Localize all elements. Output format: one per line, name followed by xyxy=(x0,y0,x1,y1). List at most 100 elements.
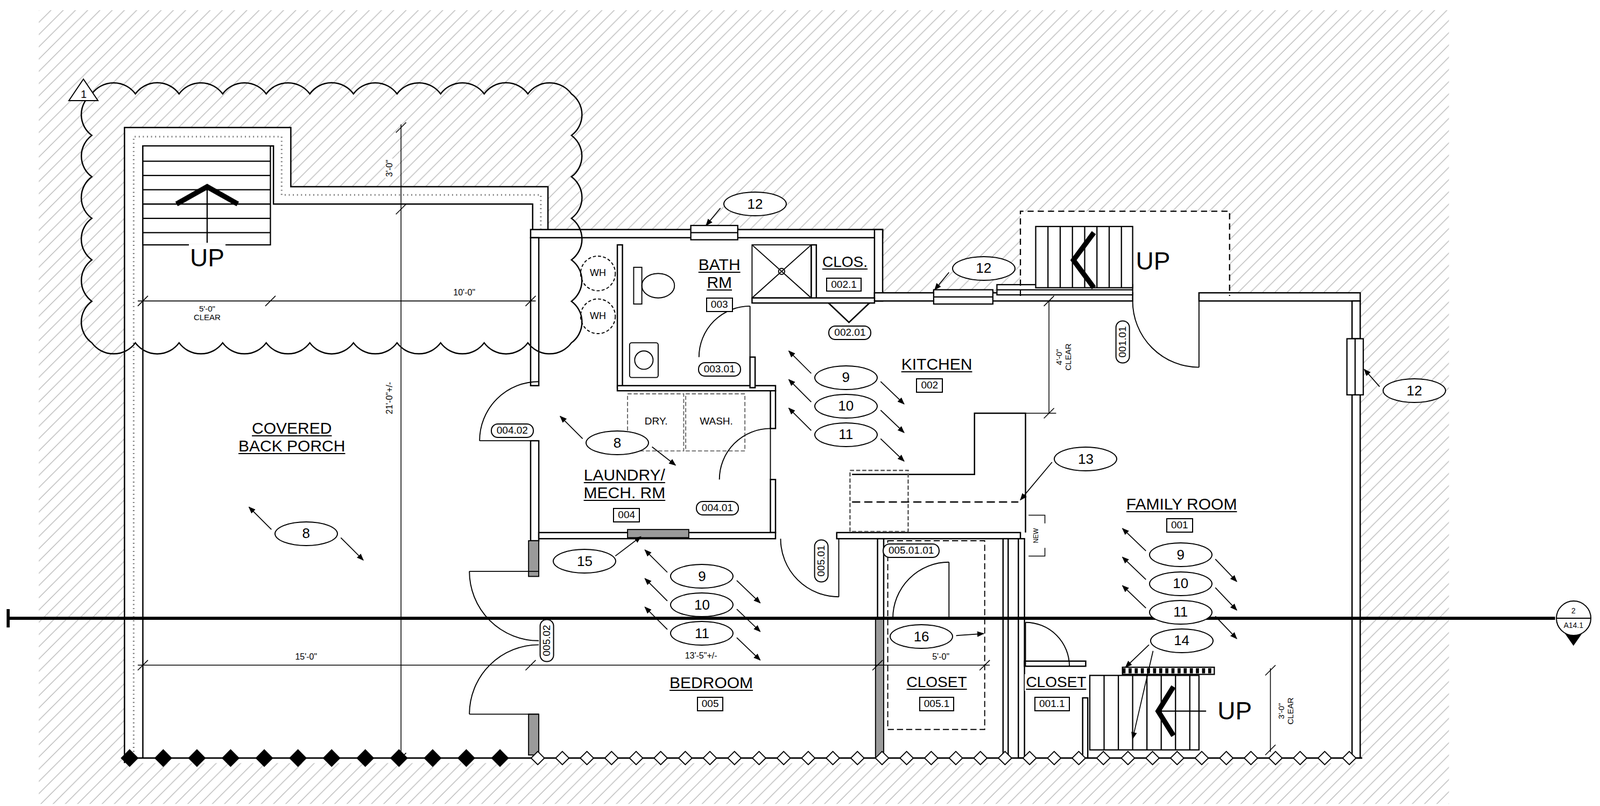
tag-text: 9 xyxy=(698,568,706,585)
room-name: CLOSET xyxy=(905,674,969,692)
building-footprint xyxy=(124,127,1360,764)
wall xyxy=(770,390,776,429)
dimension: 13'-5"+/- xyxy=(684,651,719,661)
leader-line xyxy=(644,578,668,602)
callout-number: 16 xyxy=(889,624,954,650)
door-tag: 005.01 xyxy=(814,539,829,583)
wall-marker xyxy=(457,750,475,767)
leader-line xyxy=(1125,644,1150,668)
stair xyxy=(1103,675,1105,750)
porch-slab-edge xyxy=(133,136,541,761)
room-name: BATH RM xyxy=(692,255,746,292)
leader-line xyxy=(736,637,761,661)
section-reference: 2 xyxy=(1571,607,1576,616)
leader-line xyxy=(1020,462,1053,500)
leader-line xyxy=(1132,651,1154,739)
tag-text: 001.1 xyxy=(1039,698,1066,710)
tag-text: 002.01 xyxy=(834,327,866,339)
stair xyxy=(1035,226,1133,288)
leader-line xyxy=(1122,585,1147,609)
callout-number: 12 xyxy=(1382,378,1447,404)
room-number-box: 005.1 xyxy=(919,696,955,712)
tag-text: 003 xyxy=(710,299,729,311)
fixture-label: WH xyxy=(588,268,608,279)
wall-marker xyxy=(653,751,668,766)
window xyxy=(996,289,1133,291)
stair xyxy=(1096,226,1098,288)
callout-number: 12 xyxy=(723,191,787,217)
room-name: CLOS. xyxy=(821,254,869,271)
dimension-line xyxy=(137,300,536,302)
leader-line xyxy=(1215,587,1237,611)
revision-triangle: 1 xyxy=(67,78,100,102)
wall-marker xyxy=(899,751,914,766)
wall-marker xyxy=(826,751,840,766)
fixture xyxy=(580,256,616,291)
dimension-line xyxy=(137,122,1276,764)
dimension-line xyxy=(396,203,407,215)
section-line xyxy=(8,616,1555,620)
dimension-line xyxy=(400,124,402,761)
tag-text: 005 xyxy=(701,698,720,710)
tag-text: 002.1 xyxy=(830,279,857,291)
wall-marker xyxy=(256,750,273,767)
stair xyxy=(1047,226,1049,288)
wall-marker xyxy=(1145,751,1160,766)
fixture-label: WH xyxy=(588,311,608,322)
leader-line xyxy=(340,537,364,561)
leader-line xyxy=(560,416,583,440)
wall-marker xyxy=(1170,751,1184,766)
section-reference: A14.1 xyxy=(1563,621,1584,630)
room-number-box: 004 xyxy=(612,508,640,523)
fixture xyxy=(887,540,985,730)
leader-line xyxy=(1364,369,1380,387)
wall-marker xyxy=(1342,751,1357,766)
door-swing xyxy=(469,300,1200,715)
room-name: COVERED BACK PORCH xyxy=(231,419,352,455)
dimension-line xyxy=(137,660,148,671)
window xyxy=(933,296,993,298)
dimension-line xyxy=(525,295,536,307)
room-name: FAMILY ROOM xyxy=(1125,495,1239,513)
tag-text: 12 xyxy=(1406,383,1422,399)
tag-text: 004.01 xyxy=(701,502,733,514)
door-swing xyxy=(469,571,539,573)
callout-number: 10 xyxy=(670,592,734,618)
wall-marker xyxy=(1072,751,1086,766)
tag-text: 004.02 xyxy=(496,425,528,437)
door-swing xyxy=(1025,622,1070,667)
tag-text: 005.01 xyxy=(815,545,828,577)
stair-label: UP xyxy=(188,244,226,272)
stair xyxy=(1122,667,1215,675)
callout-number: 11 xyxy=(814,422,878,448)
fixture xyxy=(778,268,785,275)
door-swing xyxy=(479,440,539,442)
wall-marker xyxy=(1096,751,1111,766)
wall-marker xyxy=(289,750,306,767)
revision-cloud xyxy=(81,82,582,355)
stair xyxy=(142,160,271,162)
dimension-line xyxy=(872,660,883,671)
tag-text: 12 xyxy=(747,196,764,213)
stair xyxy=(1121,226,1123,288)
door-tag: 004.02 xyxy=(490,423,534,439)
door-swing xyxy=(699,306,751,358)
wall xyxy=(750,357,756,389)
wall-marker xyxy=(555,751,570,766)
wall-marker xyxy=(678,751,693,766)
leader-line xyxy=(1215,559,1237,582)
wall xyxy=(770,479,776,533)
wall xyxy=(1082,698,1088,759)
wall-marker xyxy=(357,750,374,767)
wall-marker xyxy=(491,750,509,767)
tag-text: 11 xyxy=(694,625,710,642)
room-number-box: 001 xyxy=(1166,518,1194,533)
wall-marker xyxy=(154,750,172,767)
callout-number: 14 xyxy=(1150,628,1214,654)
wall-marker xyxy=(1195,751,1209,766)
dimension: 21'-0"+/- xyxy=(384,381,395,416)
window xyxy=(933,290,993,305)
door-swing xyxy=(1132,300,1200,368)
stair xyxy=(1020,211,1230,296)
